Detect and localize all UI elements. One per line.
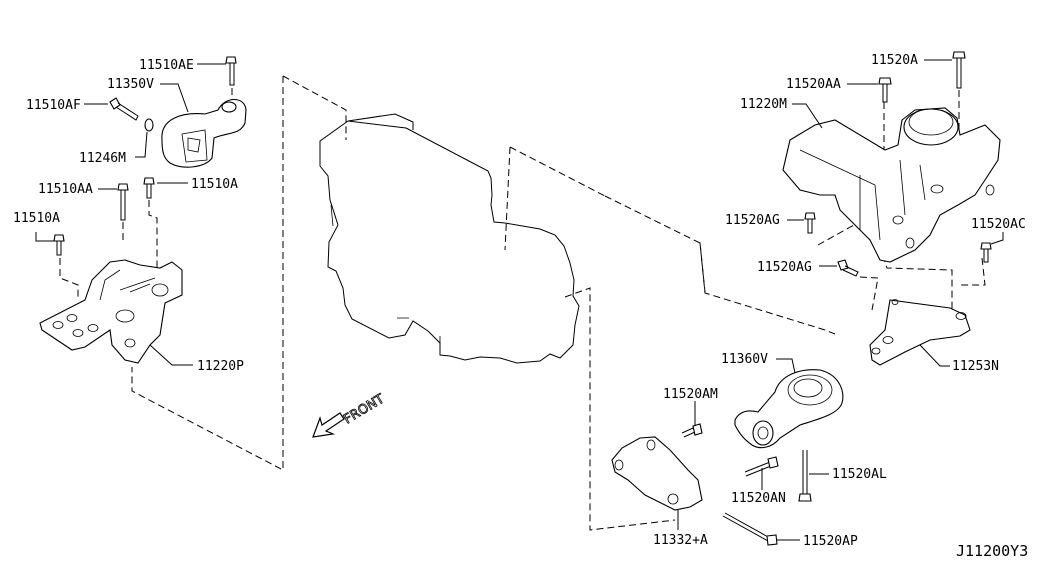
label-11220P: 11220P xyxy=(197,359,244,374)
engine-outline xyxy=(319,113,580,364)
front-direction-indicator: FRONT xyxy=(312,391,388,438)
part-11350V-torque-rod xyxy=(161,98,247,168)
part-11520AC-bolt xyxy=(980,242,992,263)
part-11510AE-bolt xyxy=(225,56,237,100)
label-11510AA: 11510AA xyxy=(38,182,93,197)
front-label: FRONT xyxy=(341,392,387,428)
part-11220M-engine-mount xyxy=(782,107,1001,263)
part-11520AM-bolt xyxy=(681,423,703,438)
leader-lines xyxy=(35,59,1004,541)
assembly-guide-lines xyxy=(131,75,986,531)
part-11520AG-bolt-1 xyxy=(804,212,816,234)
label-11510A-top: 11510A xyxy=(191,177,238,192)
diagram-code: J11200Y3 xyxy=(956,542,1028,560)
part-11520AP-bolt xyxy=(722,512,778,546)
label-11520AP: 11520AP xyxy=(803,534,858,549)
part-11360V-torque-rod xyxy=(734,369,844,449)
label-11520AM: 11520AM xyxy=(663,387,718,402)
part-11520AG-bolt-2 xyxy=(837,259,859,277)
part-11246M-washer xyxy=(144,118,154,132)
label-11332A: 11332+A xyxy=(653,533,708,548)
part-11510AA-bolt xyxy=(117,183,129,240)
part-11220P-engine-mount xyxy=(39,259,183,364)
part-11520AL-bolt xyxy=(798,450,812,502)
label-11520AN: 11520AN xyxy=(731,491,786,506)
label-11520AA: 11520AA xyxy=(786,77,841,92)
label-11253N: 11253N xyxy=(952,359,999,374)
label-11510A-left: 11510A xyxy=(13,211,60,226)
part-labels: 11510AE 11350V 11510AF 11246M 11510AA 11… xyxy=(13,53,1026,549)
part-11510A-bolt-top xyxy=(143,177,158,280)
part-11253N-bracket xyxy=(869,299,971,366)
label-11360V: 11360V xyxy=(721,352,768,367)
part-11332A-bracket xyxy=(611,436,703,511)
label-11520AL: 11520AL xyxy=(832,467,887,482)
label-11520AG-1: 11520AG xyxy=(725,213,780,228)
label-11520A: 11520A xyxy=(871,53,918,68)
part-11520AN-bolt xyxy=(744,456,779,477)
part-11520A-bolt xyxy=(952,51,966,89)
label-11510AF: 11510AF xyxy=(26,98,81,113)
label-11510AE: 11510AE xyxy=(139,58,194,73)
front-arrow-icon xyxy=(312,412,345,438)
part-11510A-bolt-left xyxy=(53,234,79,300)
label-11520AG-2: 11520AG xyxy=(757,260,812,275)
label-11246M: 11246M xyxy=(79,151,126,166)
part-11520AA-bolt xyxy=(878,77,892,103)
label-11520AC: 11520AC xyxy=(971,217,1026,232)
label-11220M: 11220M xyxy=(740,97,787,112)
label-11350V: 11350V xyxy=(107,77,154,92)
part-11510AF-bolt xyxy=(109,97,139,121)
